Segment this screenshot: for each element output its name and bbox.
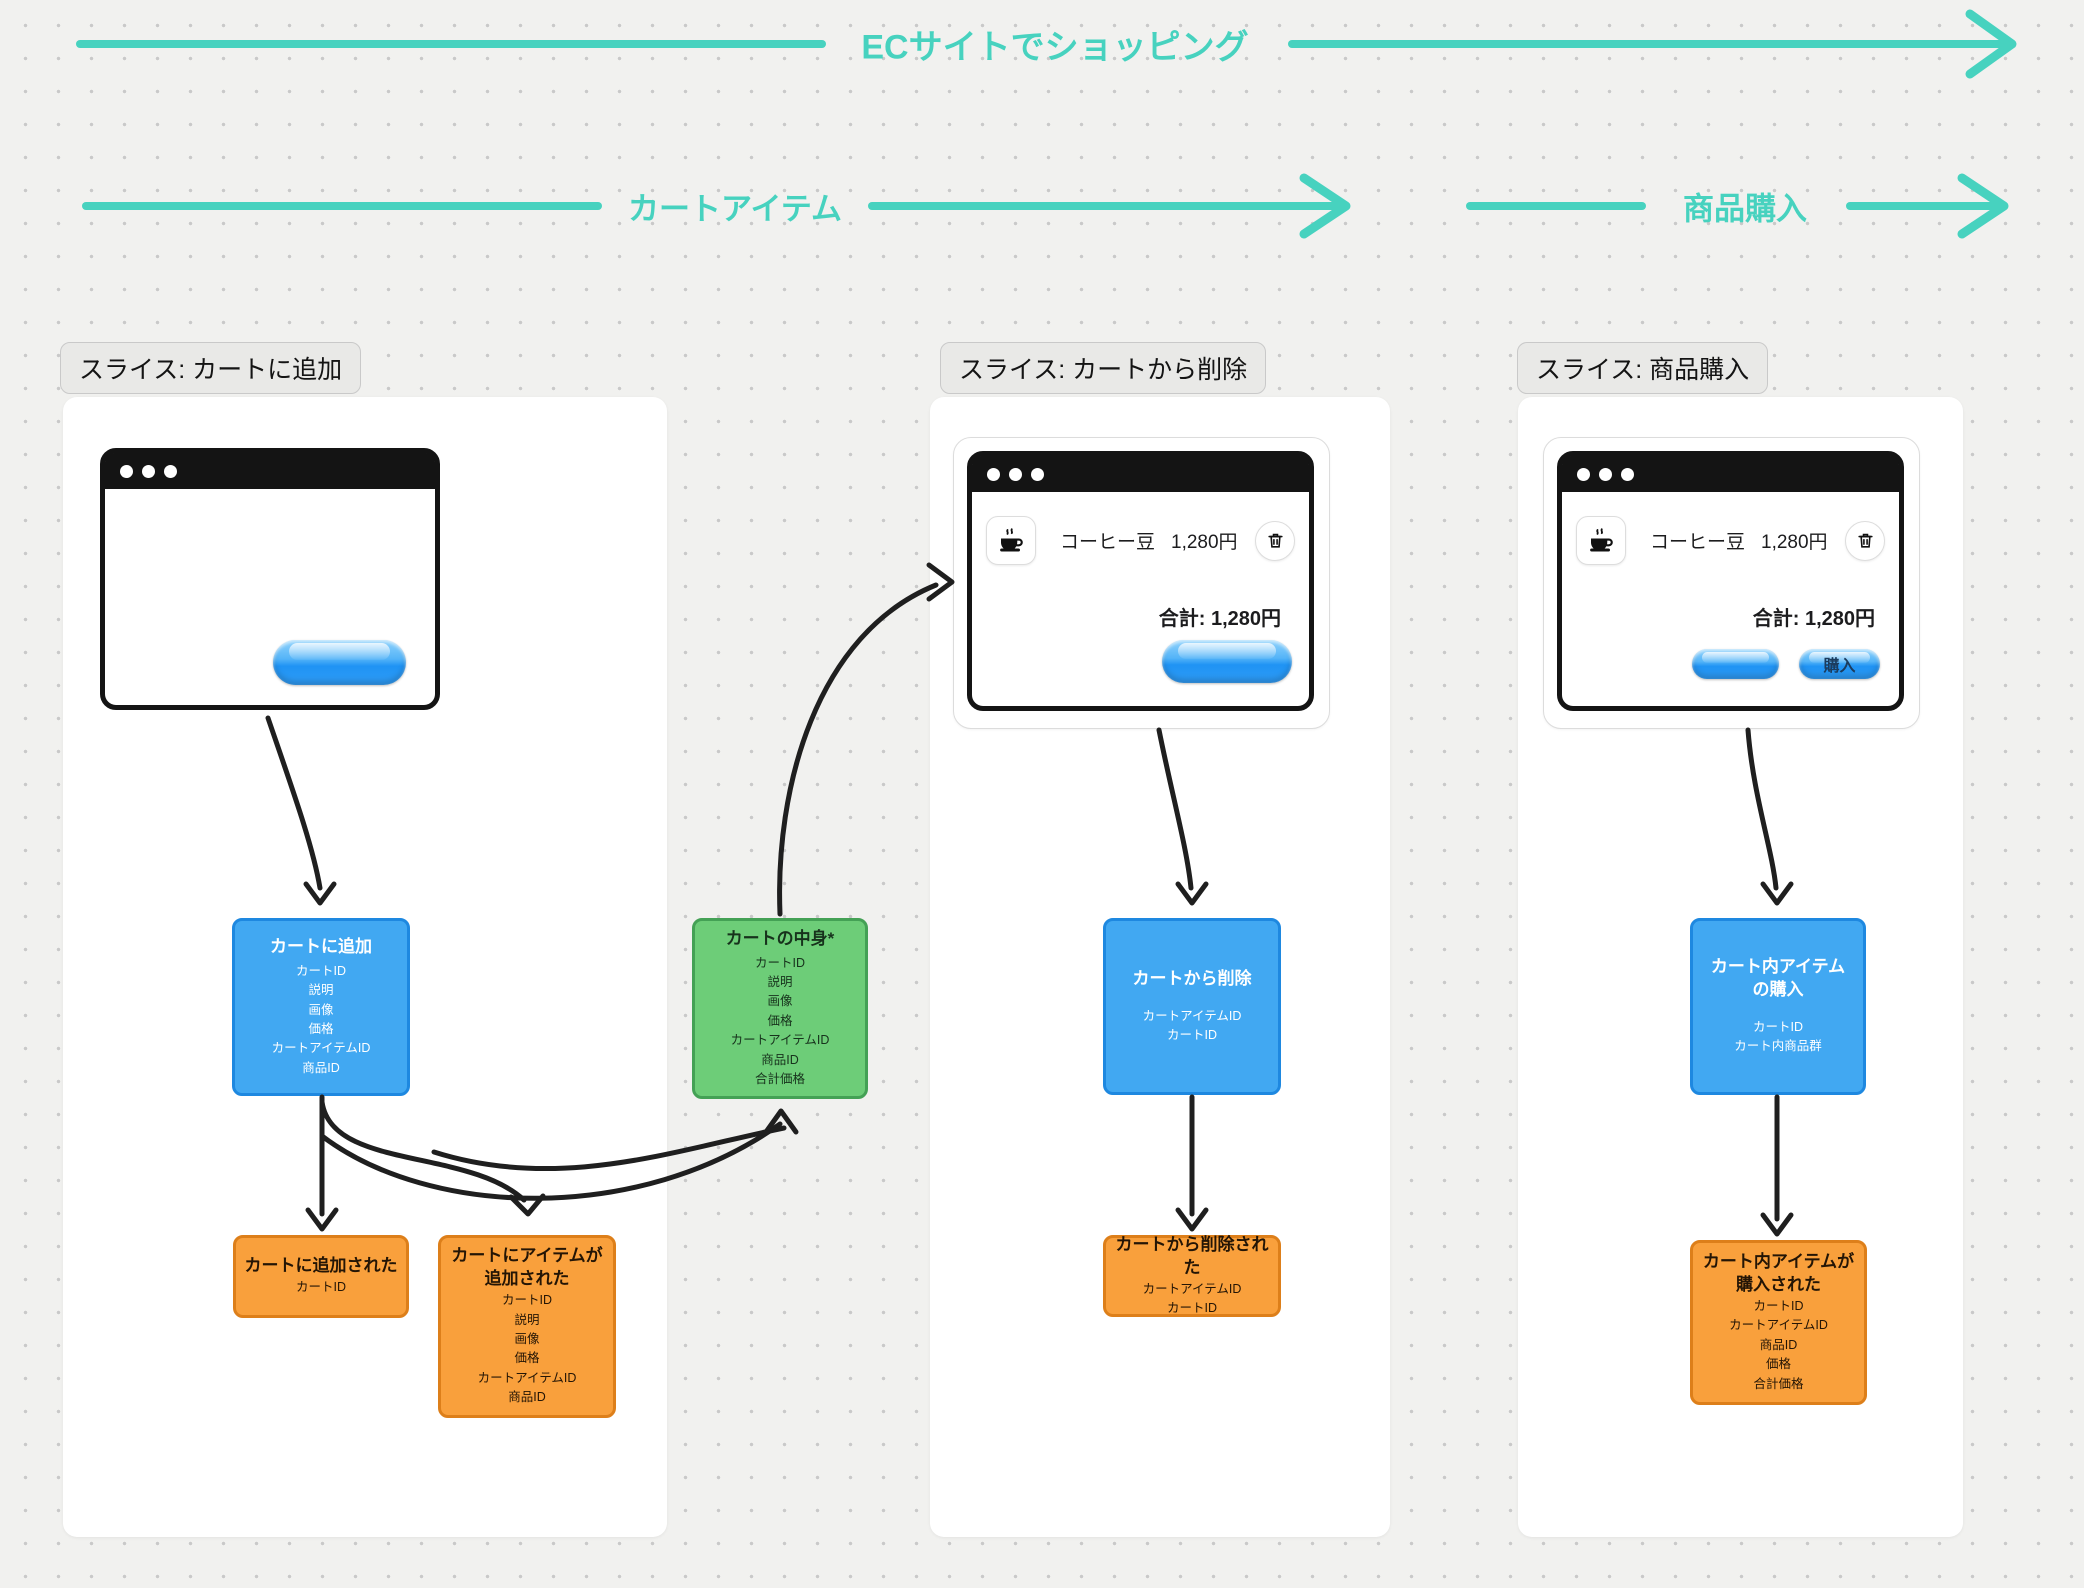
secondary-button[interactable]: [1692, 649, 1779, 679]
window-dot-icon: [1009, 467, 1022, 481]
event-attr: カートID: [1753, 1299, 1804, 1313]
cart-total: 合計: 1,280円: [1158, 608, 1281, 630]
command-attr: 画像: [308, 1002, 334, 1017]
event-attr: カートアイテムID: [1142, 1281, 1242, 1296]
event-attr: 画像: [514, 1332, 540, 1347]
event-cart-items-purchased[interactable]: カート内アイテムが購入された カートID カートアイテムID 商品ID 価格 合…: [1690, 1240, 1867, 1405]
slice-label-remove-from-cart[interactable]: スライス: カートから削除: [940, 342, 1267, 394]
event-attr: カートアイテムID: [477, 1370, 577, 1385]
command-attr: 説明: [308, 983, 334, 998]
browser-titlebar: [972, 456, 1309, 492]
window-dot-icon: [1599, 467, 1612, 481]
command-title: カートから削除: [1132, 968, 1252, 988]
checkout-button[interactable]: [1162, 640, 1292, 683]
event-attr: 商品ID: [1759, 1337, 1798, 1352]
event-attr: 商品ID: [508, 1390, 546, 1405]
window-dot-icon: [1621, 467, 1634, 481]
coffee-icon[interactable]: [986, 516, 1036, 565]
command-attr: カートアイテムID: [271, 1041, 371, 1056]
read-model-attr: カートID: [754, 955, 805, 970]
command-attr: カートID: [295, 963, 346, 978]
command-attr: カートID: [1752, 1020, 1803, 1035]
event-title: カートにアイテムが追加された: [451, 1246, 603, 1289]
browser-titlebar: [1562, 456, 1899, 492]
event-removed-from-cart[interactable]: カートから削除された カートアイテムID カートID: [1103, 1235, 1281, 1317]
command-title: カートに追加: [270, 936, 372, 956]
browser-window-remove-from-cart[interactable]: コーヒー豆 1,280円 合計: 1,280円: [967, 451, 1314, 711]
slice-label-add-to-cart[interactable]: スライス: カートに追加: [60, 342, 362, 394]
command-remove-from-cart[interactable]: カートから削除 カートアイテムID カートID: [1103, 918, 1281, 1095]
flow-lane-cart-item: カートアイテム: [628, 191, 842, 227]
read-model-attr: 画像: [767, 994, 793, 1009]
mockup-card-remove[interactable]: コーヒー豆 1,280円 合計: 1,280円: [953, 437, 1330, 729]
coffee-icon[interactable]: [1576, 516, 1626, 565]
read-model-attr: 商品ID: [761, 1052, 799, 1067]
event-attr: カートID: [501, 1293, 552, 1308]
event-attr: カートID: [295, 1280, 346, 1295]
event-title: カートから削除された: [1115, 1234, 1269, 1277]
command-title: カート内アイテムの購入: [1710, 957, 1846, 1000]
event-item-added-to-cart[interactable]: カートにアイテムが追加された カートID 説明 画像 価格 カートアイテムID …: [438, 1235, 616, 1418]
event-title: カートに追加された: [244, 1256, 398, 1276]
window-dot-icon: [142, 464, 155, 478]
command-purchase-cart-items[interactable]: カート内アイテムの購入 カートID カート内商品群: [1690, 918, 1866, 1095]
read-model-title: カートの中身*: [725, 928, 835, 948]
command-attr: カートアイテムID: [1142, 1008, 1242, 1023]
cart-total: 合計: 1,280円: [1752, 608, 1875, 630]
item-price: 1,280円: [1171, 532, 1238, 553]
flow-title-main: ECサイトでショッピング: [861, 28, 1249, 67]
event-attr: 合計価格: [1753, 1376, 1804, 1391]
read-model-attr: 説明: [767, 975, 793, 990]
trash-icon[interactable]: [1255, 520, 1295, 561]
event-title: カート内アイテムが購入された: [1702, 1252, 1855, 1295]
read-model-attr: 合計価格: [754, 1071, 805, 1086]
window-dot-icon: [1031, 467, 1044, 481]
cart-item-row: コーヒー豆 1,280円: [986, 516, 1295, 565]
event-attr: 説明: [514, 1312, 540, 1327]
window-dot-icon: [164, 464, 177, 478]
event-attr: 価格: [1765, 1357, 1791, 1372]
add-to-cart-button[interactable]: [273, 640, 406, 685]
event-attr: カートアイテムID: [1729, 1318, 1828, 1333]
read-model-cart-contents[interactable]: カートの中身* カートID 説明 画像 価格 カートアイテムID 商品ID 合計…: [692, 918, 868, 1099]
buy-button-label: 購入: [1823, 658, 1856, 675]
window-dot-icon: [120, 464, 133, 478]
command-attr: 価格: [308, 1021, 334, 1036]
event-attr: カートID: [1166, 1300, 1217, 1315]
command-attr: カートID: [1166, 1027, 1217, 1042]
command-add-to-cart[interactable]: カートに追加 カートID 説明 画像 価格 カートアイテムID 商品ID: [232, 918, 410, 1096]
command-attr: 商品ID: [302, 1060, 340, 1075]
buy-button[interactable]: 購入: [1799, 649, 1880, 679]
event-attr: 価格: [514, 1351, 540, 1366]
cart-item-row: コーヒー豆 1,280円: [1576, 516, 1885, 565]
browser-titlebar: [105, 453, 435, 489]
browser-window-purchase[interactable]: コーヒー豆 1,280円 合計: 1,280円 購入: [1557, 451, 1904, 711]
flow-lane-purchase: 商品購入: [1683, 191, 1807, 227]
read-model-attr: 価格: [767, 1013, 793, 1028]
trash-icon[interactable]: [1845, 520, 1885, 561]
read-model-attr: カートアイテムID: [730, 1033, 830, 1048]
window-dot-icon: [1577, 467, 1590, 481]
item-name: コーヒー豆: [1060, 532, 1156, 553]
window-dot-icon: [987, 467, 1000, 481]
command-attr: カート内商品群: [1734, 1039, 1822, 1054]
slice-label-purchase[interactable]: スライス: 商品購入: [1517, 342, 1769, 394]
event-added-to-cart[interactable]: カートに追加された カートID: [233, 1235, 409, 1318]
browser-window-add-to-cart[interactable]: [100, 448, 440, 710]
item-name: コーヒー豆: [1650, 532, 1746, 553]
mockup-card-purchase[interactable]: コーヒー豆 1,280円 合計: 1,280円 購入: [1543, 437, 1920, 729]
item-price: 1,280円: [1761, 532, 1828, 553]
